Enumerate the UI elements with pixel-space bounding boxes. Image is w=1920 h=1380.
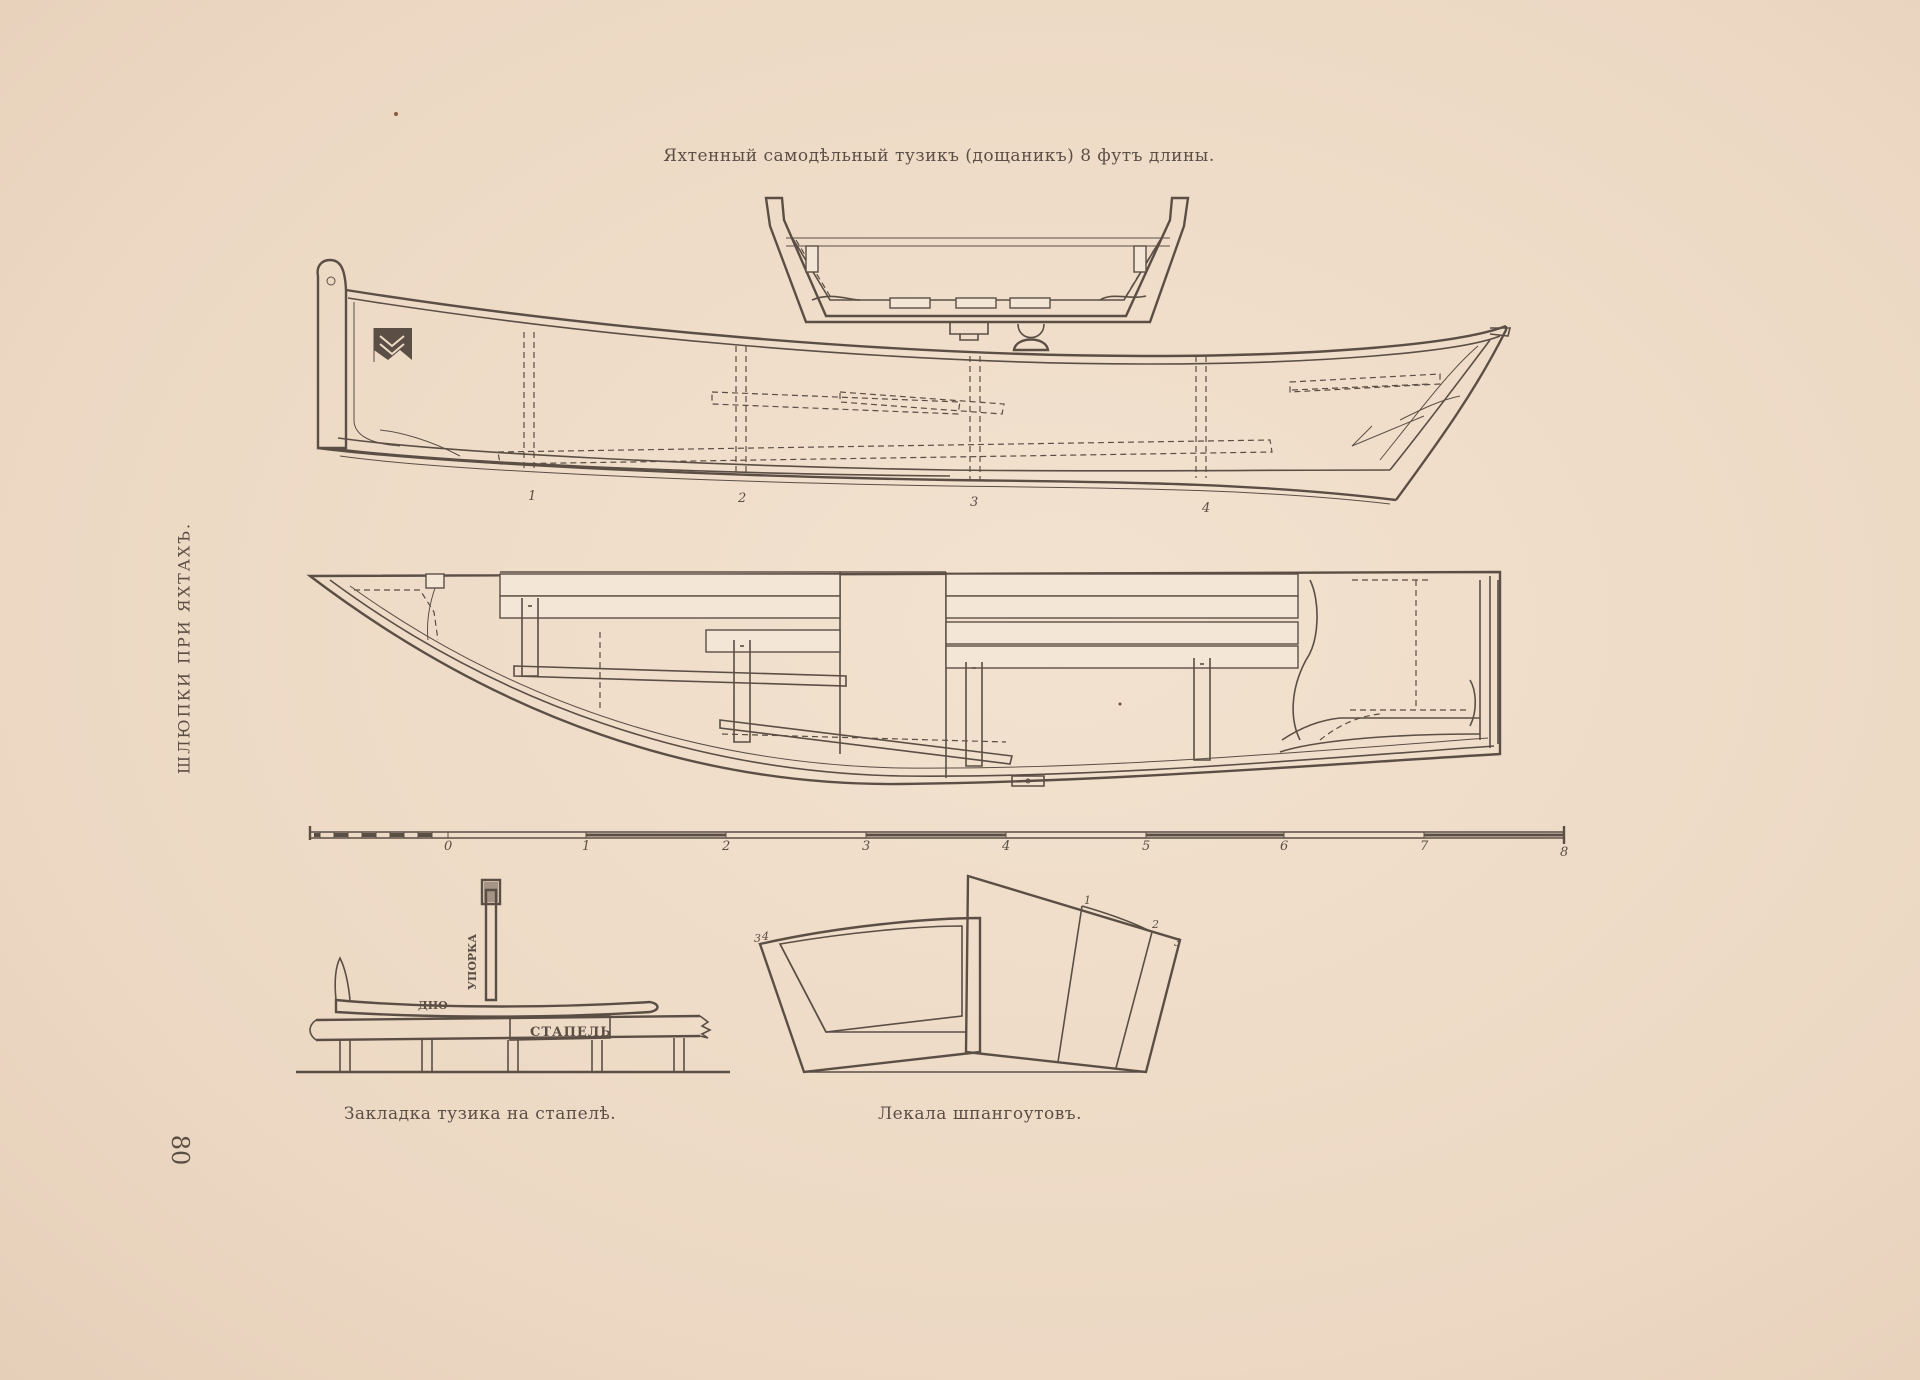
running-head: ШЛЮПКИ ПРИ ЯХТАХЪ. [174,521,194,775]
scale-label: 0 [444,839,452,854]
lekala-label: 3 [754,932,761,945]
profile-frame-number: 2 [737,491,746,506]
scale-label: 3 [862,839,870,854]
scale-label: 8 [1560,845,1568,860]
profile-frame-number: 4 [1201,501,1210,516]
lekala-label: 2 [1151,918,1159,931]
dno-label: ДНО [418,999,448,1012]
profile-frame-number: 1 [528,489,536,504]
scale-label: 4 [1001,839,1010,854]
scale-label: 5 [1142,839,1150,854]
lekala-label: 4 [761,930,769,943]
stapel-diagram: СТАПЕЛЬ ДНО УПОРКА [296,878,730,1074]
page-number: 80 [166,1134,194,1166]
stapel-label: СТАПЕЛЬ [530,1025,612,1040]
lekala-label: 3 [1174,936,1181,949]
section-view [764,196,1190,352]
scale-label: 1 [582,839,590,854]
lekala-caption: Лекала шпангоутовъ. [877,1104,1083,1124]
drawing-title: Яхтенный самодѣльный тузикъ (дощаникъ) 8… [663,146,1215,166]
scale-label: 6 [1280,839,1288,854]
upora-label: УПОРКА [466,934,479,990]
scale-label: 7 [1420,839,1429,854]
scale-label: 2 [721,839,730,854]
lekala-diagram: 3 4 1 2 3 [754,874,1182,1074]
stapel-caption: Закладка тузика на стапелѣ. [343,1104,617,1124]
scale-bar: 0 1 2 3 4 5 6 7 8 [308,826,1568,860]
profile-frame-number: 3 [970,495,978,510]
profile-view: 1 2 3 4 [316,258,1512,516]
lekala-label: 1 [1084,894,1091,907]
plan-view [306,570,1502,787]
